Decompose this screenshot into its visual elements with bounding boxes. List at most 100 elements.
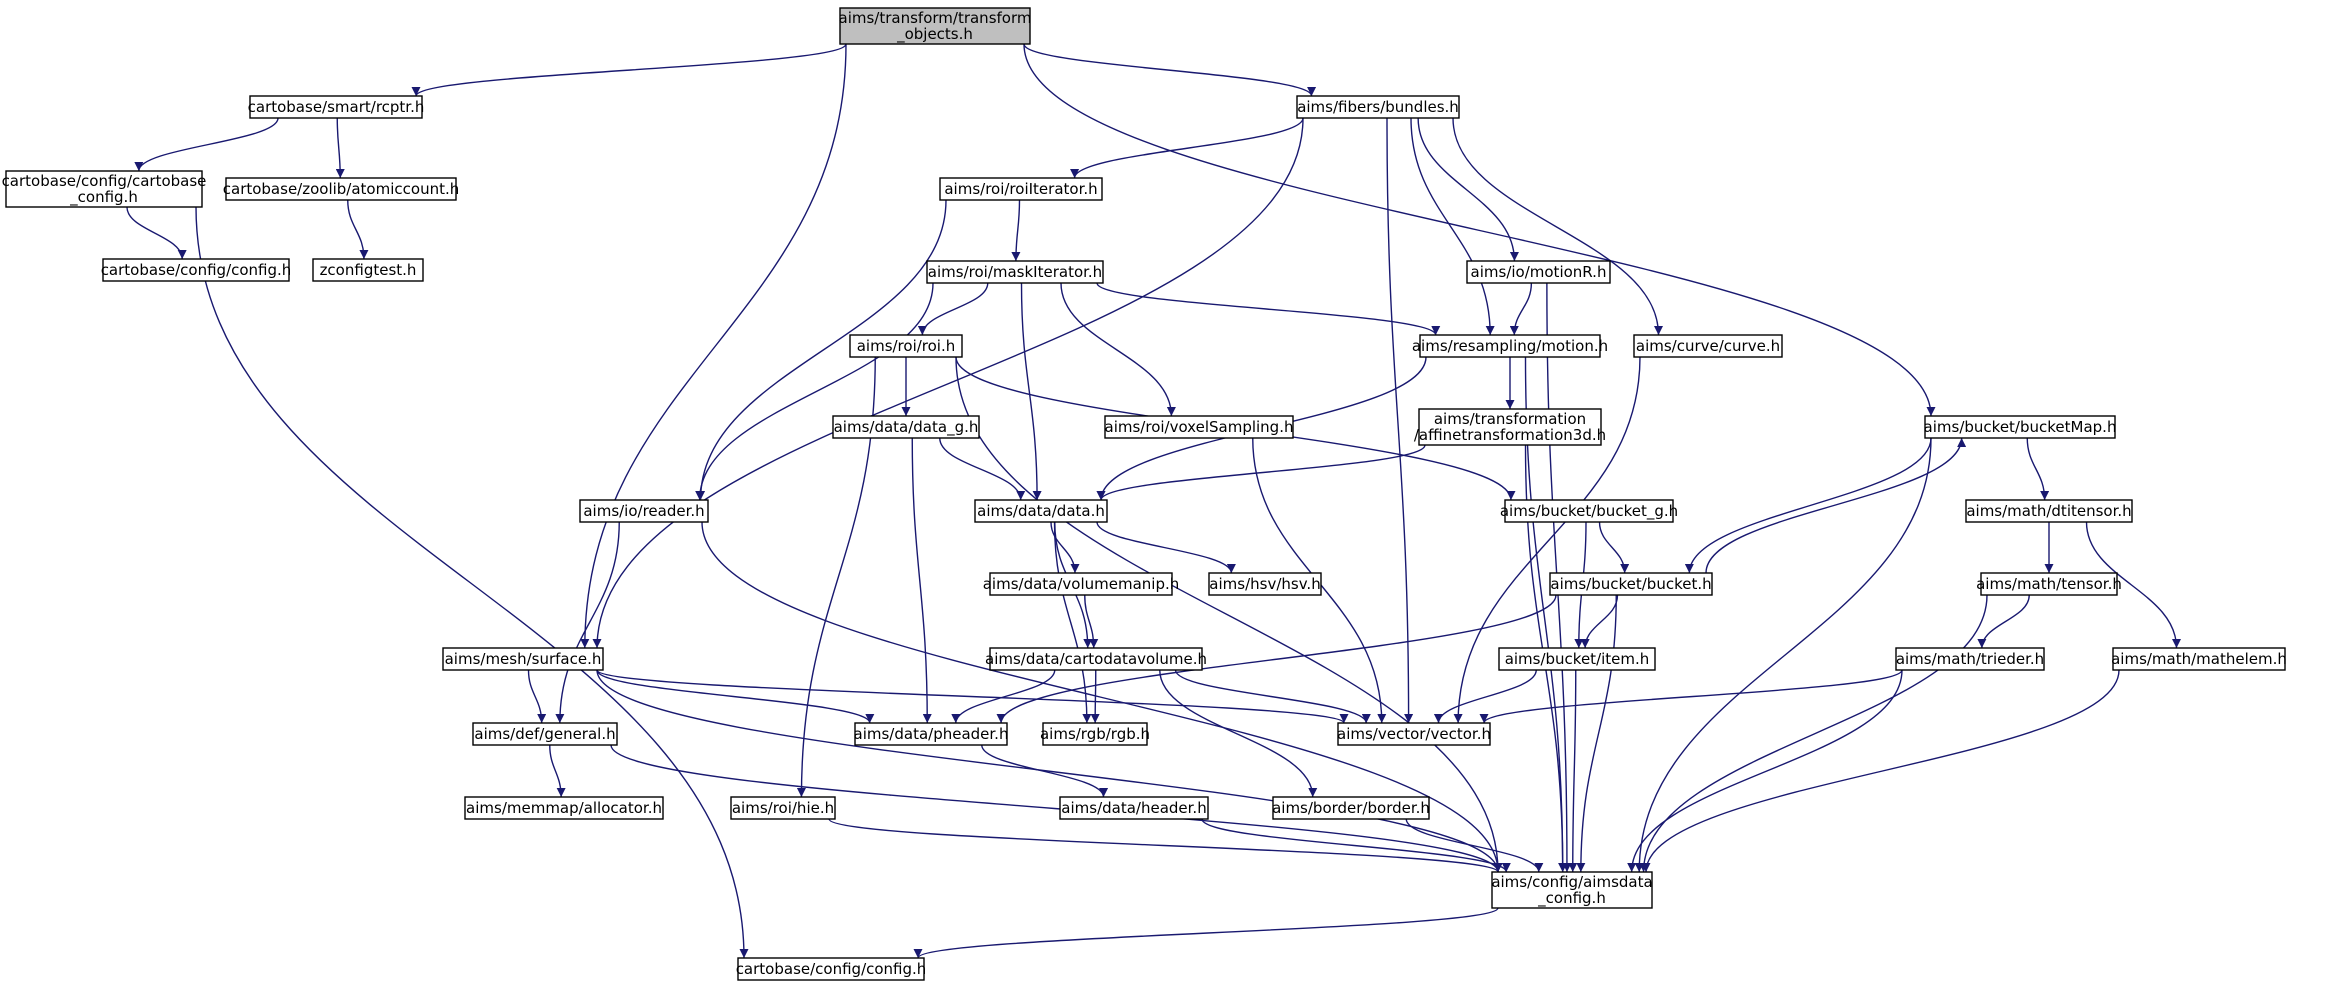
edge-data-to-hsv [1096,521,1236,574]
node-hsv[interactable]: aims/hsv/hsv.h [1208,572,1322,596]
edge-bucket-to-bucketmap [1705,437,1967,574]
node-label: _objects.h [896,25,973,44]
node-aimsdata-config[interactable]: aims/config/aimsdata_config.h [1491,871,1653,909]
node-config-bottom[interactable]: cartobase/config/config.h [736,957,927,981]
node-bucketmap[interactable]: aims/bucket/bucketMap.h [1924,415,2117,439]
node-label: aims/math/trieder.h [1896,650,2044,668]
node-zconfigtest[interactable]: zconfigtest.h [312,258,424,282]
node-data-g[interactable]: aims/data/data_g.h [832,415,980,439]
node-box [730,796,836,820]
node-box [839,7,1031,45]
edge-rcptr-to-cartobase-config [134,117,279,172]
node-mathelem[interactable]: aims/math/mathelem.h [2111,647,2287,671]
node-label: aims/data/data.h [977,502,1105,520]
node-box [1419,334,1601,358]
edge-roiiterator-to-maskiterator [1011,199,1021,262]
node-volumemanip[interactable]: aims/data/volumemanip.h [983,572,1180,596]
edge-maskiterator-to-data [1020,282,1042,501]
edge-hie-to-aimsdata-config [828,818,1503,873]
node-label: aims/bucket/item.h [1505,650,1650,668]
node-bundles[interactable]: aims/fibers/bundles.h [1296,95,1460,119]
nodes-layer: aims/transform/transform_objects.hcartob… [2,7,2287,981]
edge-transform-objects-to-surface [580,43,847,649]
edge-reader-to-aimsdata-config [701,521,1503,873]
node-cartobase-config[interactable]: cartobase/config/cartobase_config.h [2,170,207,208]
node-border[interactable]: aims/border/border.h [1272,796,1430,820]
node-surface[interactable]: aims/mesh/surface.h [442,647,604,671]
node-box [464,796,664,820]
edge-aimsdata-config-to-config-bottom [913,907,1499,959]
edge-transform-objects-to-rcptr [411,43,847,97]
node-vector[interactable]: aims/vector/vector.h [1337,722,1491,746]
node-cartodatavolume[interactable]: aims/data/cartodatavolume.h [985,647,1207,671]
node-label: aims/data/pheader.h [854,725,1009,743]
node-box [832,415,980,439]
edge-header-to-aimsdata-config [1201,818,1511,873]
node-box [442,647,604,671]
edge-bundles-to-roiiterator [1070,117,1304,179]
edge-cartodatavolume-to-vector [1174,669,1371,724]
node-label: _config.h [1537,889,1606,908]
node-config-cb[interactable]: cartobase/config/config.h [101,258,292,282]
node-label: aims/bucket/bucketMap.h [1924,418,2117,436]
node-box [974,499,1108,523]
node-box [989,647,1203,671]
node-box [225,177,457,201]
edge-data-to-rgb [1053,521,1092,724]
node-rgb[interactable]: aims/rgb/rgb.h [1040,722,1150,746]
edge-maskiterator-to-voxelsampling [1060,282,1176,417]
edge-trieder-to-vector [1479,669,1903,724]
edge-bucket-to-item [1580,594,1619,649]
node-label: aims/io/motionR.h [1471,263,1607,281]
node-roi[interactable]: aims/roi/roi.h [849,334,963,358]
node-bucket[interactable]: aims/bucket/bucket.h [1549,572,1713,596]
node-label: aims/roi/maskIterator.h [928,263,1102,281]
edge-bucket-to-pheader [996,594,1557,724]
node-bucket-g[interactable]: aims/bucket/bucket_g.h [1500,499,1678,523]
node-box [939,177,1103,201]
edge-bundles-to-motionR [1417,117,1519,262]
edge-bucket-g-to-bucket [1598,521,1630,574]
node-reader[interactable]: aims/io/reader.h [579,499,709,523]
node-allocator[interactable]: aims/memmap/allocator.h [464,796,664,820]
edge-bucketmap-to-aimsdata-config [1634,437,1932,873]
node-motion[interactable]: aims/resampling/motion.h [1412,334,1608,358]
node-label: cartobase/zoolib/atomiccount.h [223,180,459,198]
edge-volumemanip-to-cartodatavolume [1084,594,1099,649]
node-hie[interactable]: aims/roi/hie.h [730,796,836,820]
node-curve[interactable]: aims/curve/curve.h [1633,334,1783,358]
node-pheader[interactable]: aims/data/pheader.h [854,722,1009,746]
edge-data-g-to-data [939,437,1026,501]
node-dtitensor[interactable]: aims/math/dtitensor.h [1965,499,2133,523]
node-box [1042,722,1148,746]
node-transform-objects[interactable]: aims/transform/transform_objects.h [839,7,1032,45]
node-trieder[interactable]: aims/math/trieder.h [1895,647,2045,671]
node-data[interactable]: aims/data/data.h [974,499,1108,523]
node-roiiterator[interactable]: aims/roi/roiIterator.h [939,177,1103,201]
node-voxelsampling[interactable]: aims/roi/voxelSampling.h [1104,415,1294,439]
node-affine[interactable]: aims/transformation/affinetransformation… [1414,408,1606,446]
edge-bundles-to-vector [1386,117,1414,724]
node-label: aims/resampling/motion.h [1412,337,1608,355]
node-tensor[interactable]: aims/math/tensor.h [1976,572,2122,596]
node-box [1924,415,2116,439]
node-atomiccount[interactable]: cartobase/zoolib/atomiccount.h [223,177,459,201]
node-label: aims/data/data_g.h [834,418,979,437]
node-label: aims/rgb/rgb.h [1040,725,1150,743]
edge-cartodatavolume-to-border [1159,669,1318,798]
node-box [1059,796,1209,820]
node-header[interactable]: aims/data/header.h [1059,796,1209,820]
node-box [1980,572,2118,596]
node-rcptr[interactable]: cartobase/smart/rcptr.h [248,95,425,119]
node-label: aims/curve/curve.h [1636,337,1780,355]
node-motionR[interactable]: aims/io/motionR.h [1466,260,1611,284]
node-general[interactable]: aims/def/general.h [472,722,618,746]
node-box [472,722,618,746]
node-maskiterator[interactable]: aims/roi/maskIterator.h [926,260,1104,284]
edge-bundles-to-surface [592,117,1304,649]
node-item[interactable]: aims/bucket/item.h [1498,647,1656,671]
node-box [1418,408,1602,446]
edge-surface-to-vector [596,669,1349,724]
node-box [249,95,423,119]
node-label: aims/roi/hie.h [732,799,834,817]
